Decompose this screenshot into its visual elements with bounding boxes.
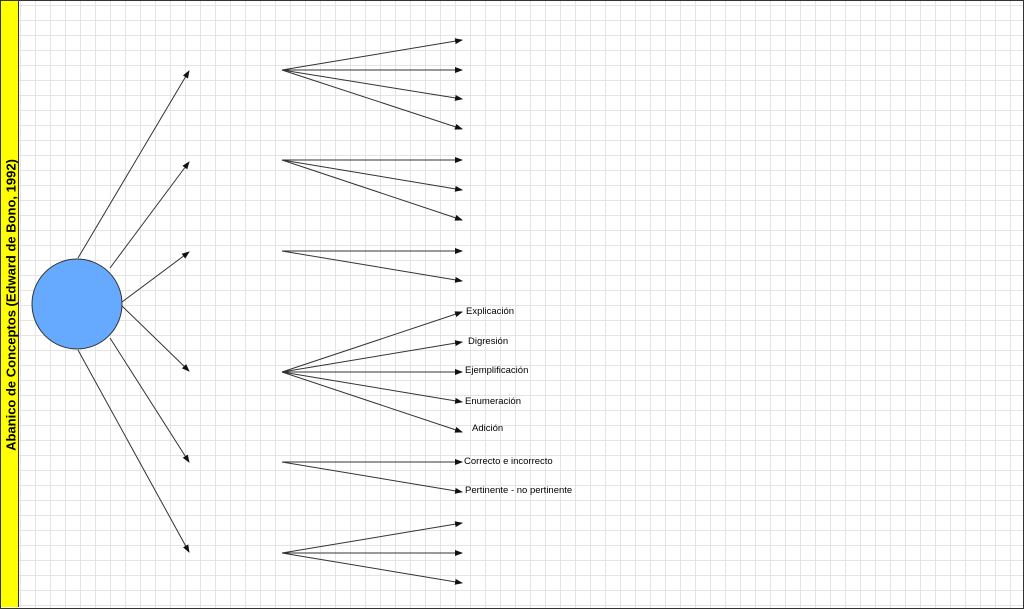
fan1-arrow-4: [281, 69, 463, 130]
fan-group-6: [281, 521, 463, 585]
arrow-to-branch-2: [109, 161, 190, 269]
fan-group-2: [281, 157, 463, 221]
level1-arrows: [77, 70, 190, 553]
label-pertinente-no-pertinente[interactable]: Pertinente - no pertinente: [465, 485, 572, 496]
fan-group-3: [281, 248, 463, 283]
label-correcto-incorrecto[interactable]: Correcto e incorrecto: [464, 456, 553, 467]
arrow-to-branch-3: [121, 251, 190, 303]
label-digresion[interactable]: Digresión: [468, 336, 508, 347]
label-adicion[interactable]: Adición: [472, 423, 503, 434]
fan3-arrow-2: [281, 250, 463, 283]
arrow-to-branch-6: [77, 349, 190, 553]
fan5-arrow-pertinente: [281, 461, 463, 494]
fan6-arrow-1: [281, 521, 463, 554]
fan-group-1: [281, 38, 463, 130]
fan4-arrow-enumeracion: [281, 371, 463, 404]
arrow-to-branch-4: [121, 305, 190, 372]
fan2-arrow-3: [281, 159, 463, 221]
title-band: Abanico de Conceptos (Edward de Bono, 19…: [1, 1, 19, 607]
fan-group-5: [281, 459, 463, 494]
fan2-arrow-2: [281, 159, 463, 192]
fan4-arrow-adicion: [281, 371, 463, 433]
arrow-to-branch-5: [109, 337, 190, 463]
fan4-arrow-digresion: [281, 340, 463, 373]
fan6-arrow-3: [281, 552, 463, 585]
central-concept-circle[interactable]: [31, 258, 123, 350]
fan-group-4: [281, 311, 463, 433]
label-explicacion[interactable]: Explicación: [466, 306, 514, 317]
arrow-to-branch-1: [77, 70, 190, 259]
label-ejemplificacion[interactable]: Ejemplificación: [465, 365, 528, 376]
fan1-arrow-3: [281, 69, 463, 101]
fan4-arrow-explicacion: [281, 311, 463, 373]
label-enumeracion[interactable]: Enumeración: [465, 396, 521, 407]
fan1-arrow-1: [281, 38, 463, 71]
